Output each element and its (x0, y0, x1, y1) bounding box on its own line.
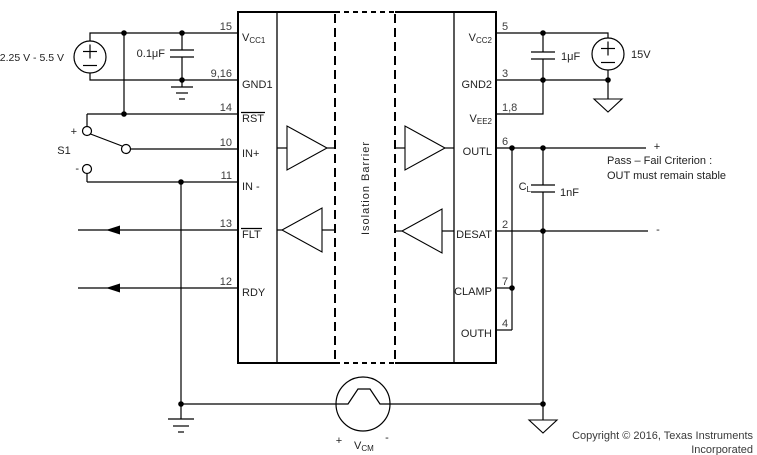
switch-name-label: S1 (57, 145, 70, 157)
left-supply-label: 2.25 V - 5.5 V (0, 52, 64, 64)
pin-number-desat: 2 (502, 219, 508, 231)
flt-arrow-icon (106, 225, 120, 235)
vcc1-wire (89, 32, 238, 41)
pin-label-vcc2: VCC2 (469, 32, 493, 45)
pin-number-gnd1: 9,16 (211, 68, 232, 80)
junction-dots (121, 30, 611, 407)
pin-number-clamp: 7 (502, 276, 508, 288)
rdy-output-wire (78, 283, 238, 293)
outl-polarity-label: + (654, 141, 660, 153)
pass-fail-criterion-line2: OUT must remain stable (607, 170, 726, 182)
vee2-base: V (470, 113, 478, 125)
pin-label-flt: FLT (242, 229, 261, 241)
flt-output-wire (78, 225, 238, 235)
secondary-side-circuit: 1μF 15V + CL 1nF (496, 32, 660, 434)
pin-number-outh: 4 (502, 318, 508, 330)
bypass-cap2-value: 1μF (561, 51, 580, 63)
pin-label-desat: DESAT (456, 229, 492, 241)
right-supply-source (591, 37, 625, 71)
switch-pole (120, 143, 132, 155)
pin-number-vcc2: 5 (502, 21, 508, 33)
pin-label-gnd1: GND1 (242, 79, 273, 91)
pin-label-in-plus: IN+ (242, 148, 259, 160)
rdy-arrow-icon (106, 283, 120, 293)
pin-number-in-plus: 10 (220, 137, 232, 149)
copyright-line2: Incorporated (691, 444, 753, 455)
bypass-cap-01uf (170, 33, 194, 80)
vcm-minus-label: - (385, 432, 389, 444)
secondary-ground-symbol-bottom (527, 404, 559, 434)
pin-label-rst: RST (242, 113, 264, 125)
switch-contact-minus (81, 163, 93, 175)
load-cap-value: 1nF (560, 187, 579, 199)
vcm-pulse-waveform (336, 388, 390, 405)
pin-number-vee2: 1,8 (502, 102, 517, 114)
pass-fail-criterion-line1: Pass – Fail Criterion : (607, 155, 712, 167)
pin-label-vcc1: VCC1 (242, 32, 266, 45)
input-buffer (277, 125, 335, 171)
switch-plus-label: + (71, 126, 77, 138)
switch-minus-label: - (75, 163, 79, 175)
switch-arm (90, 133, 123, 147)
ic-body: Isolation Barrier (237, 11, 497, 364)
primary-side-circuit: 2.25 V - 5.5 V 0.1μF + - (0, 32, 336, 433)
vcm-label: VCM (354, 440, 374, 453)
bypass-cap-1uf (531, 33, 555, 80)
cl-sub: L (527, 185, 532, 194)
vcc2-sub: CC2 (476, 36, 493, 45)
pin-number-outl: 6 (502, 136, 508, 148)
switch-contact-plus (81, 125, 93, 137)
pin-label-in-minus: IN - (242, 181, 260, 193)
vcm-source (335, 376, 543, 432)
pin-number-gnd2: 3 (502, 68, 508, 80)
vcc2-base: V (469, 32, 477, 44)
vcm-base: V (354, 440, 362, 452)
pin-label-rdy: RDY (242, 287, 266, 299)
pin-number-flt: 13 (220, 218, 232, 230)
pin-label-vee2: VEE2 (470, 113, 493, 126)
vcc1-base: V (242, 32, 250, 44)
vcm-sub: CM (361, 444, 374, 453)
pin-label-outh: OUTH (461, 328, 492, 340)
gnd1-ground-symbol (171, 80, 193, 100)
vcc1-sub: CC1 (249, 36, 266, 45)
load-cap-cl (531, 148, 555, 231)
load-cap-name: CL (519, 181, 532, 194)
pin-number-vcc1: 15 (220, 21, 232, 33)
vee2-wire (496, 80, 544, 115)
left-supply-source (73, 40, 107, 74)
pin-number-rdy: 12 (220, 276, 232, 288)
ic-pins-left: 15 VCC1 9,16 GND1 14 RST 10 IN+ 11 IN - … (211, 21, 273, 299)
fault-feedback-buffer (277, 207, 335, 253)
pin-label-clamp: CLAMP (454, 286, 492, 298)
primary-ground-symbol (168, 404, 194, 433)
output-buffer (395, 125, 454, 171)
secondary-ground-symbol-top (592, 70, 624, 113)
pin-number-in-minus: 11 (221, 170, 232, 182)
pin-label-gnd2: GND2 (461, 79, 492, 91)
ic-pins-right: 5 VCC2 3 GND2 1,8 VEE2 6 OUTL 2 DESAT 7 … (454, 21, 517, 340)
vcm-plus-label: + (336, 435, 342, 447)
switch-s1 (81, 114, 132, 182)
bypass-cap-value: 0.1μF (137, 48, 166, 60)
pin-number-rst: 14 (220, 102, 232, 114)
vee2-sub: EE2 (477, 117, 493, 126)
desat-polarity-label: - (656, 224, 660, 236)
desat-feedback-buffer (395, 208, 454, 254)
isolation-barrier-label: Isolation Barrier (360, 141, 372, 235)
right-supply-label: 15V (631, 49, 651, 61)
copyright-line1: Copyright © 2016, Texas Instruments (572, 430, 753, 442)
vcc2-wire (496, 32, 609, 38)
gnd1-wire (89, 73, 238, 81)
cl-base: C (519, 181, 527, 193)
pin-label-outl: OUTL (463, 146, 492, 158)
